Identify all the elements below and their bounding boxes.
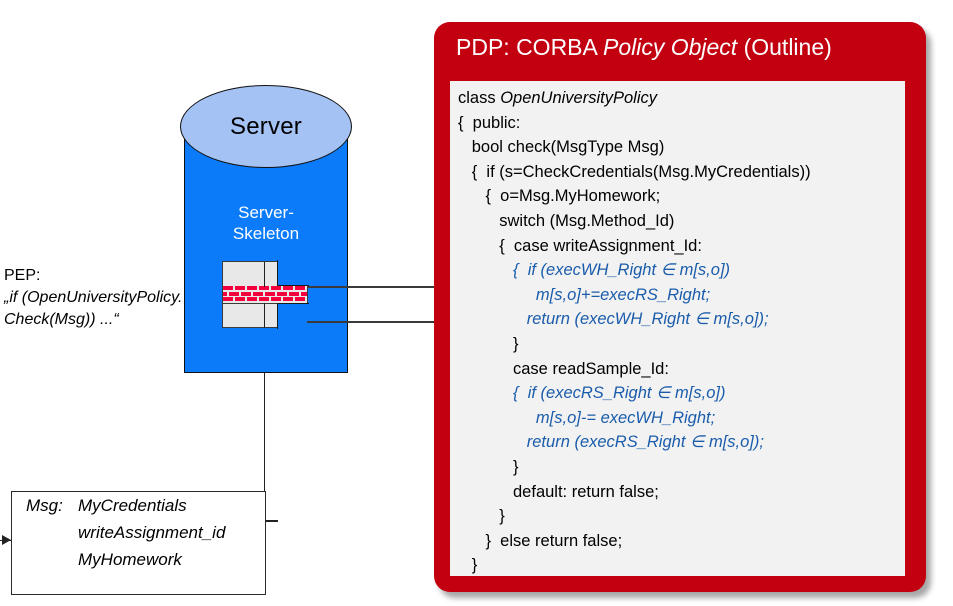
- code-line-13: m[s,o]-= execWH_Right;: [458, 408, 716, 427]
- brick: [295, 297, 306, 302]
- brick: [247, 297, 258, 302]
- connector-pdp-lower: [307, 321, 477, 323]
- connector-msg-elbow: [264, 520, 278, 522]
- code-line-17: }: [458, 507, 505, 526]
- code-line-16: default: return false;: [458, 482, 659, 501]
- pdp-title-part-2: (Outline): [737, 34, 832, 60]
- brick: [283, 297, 294, 302]
- code-line-4: { o=Msg.MyHomework;: [458, 187, 661, 206]
- msg-row-1: writeAssignment_id: [12, 519, 265, 546]
- brick: [289, 291, 300, 296]
- firewall-notch-bottom: [277, 303, 309, 329]
- pdp-code-listing: class OpenUniversityPolicy { public: bool…: [450, 81, 905, 576]
- msg-box-label: Msg:: [26, 496, 63, 515]
- pep-quote-line-1: „if (OpenUniversityPolicy.: [4, 289, 183, 306]
- brick: [277, 291, 288, 296]
- firewall-notch-top: [277, 260, 309, 286]
- brick: [271, 286, 282, 290]
- brick: [247, 286, 258, 290]
- brick: [301, 291, 307, 296]
- code-line-5: switch (Msg.Method_Id): [458, 211, 675, 230]
- brick: [253, 291, 264, 296]
- code-line-14: return (execRS_Right ∈ m[s,o]);: [458, 433, 764, 452]
- server-cylinder-top: Server: [180, 85, 352, 168]
- code-line-2: bool check(MsgType Msg): [458, 138, 665, 157]
- pep-annotation: PEP: „if (OpenUniversityPolicy. Check(Ms…: [4, 265, 219, 331]
- code-line-7: { if (execWH_Right ∈ m[s,o]): [458, 261, 731, 280]
- firewall-block: [222, 260, 309, 329]
- msg-field-0: MyCredentials: [78, 496, 187, 515]
- msg-row-0: Msg: MyCredentials: [12, 492, 265, 519]
- code-line-9: return (execWH_Right ∈ m[s,o]);: [458, 310, 769, 329]
- msg-row-2: MyHomework: [12, 546, 265, 573]
- connector-firewall-to-msg: [263, 305, 265, 521]
- brick: [241, 291, 252, 296]
- server-skeleton-label: Server- Skeleton: [232, 203, 300, 243]
- code-line-0: class OpenUniversityPolicy: [458, 89, 657, 107]
- connector-pdp-upper: [307, 286, 477, 288]
- pdp-panel-title: PDP: CORBA Policy Object (Outline): [456, 30, 912, 64]
- code-line-3: { if (s=CheckCredentials(Msg.MyCredentia…: [458, 162, 811, 181]
- msg-box: Msg: MyCredentials writeAssignment_id MyH…: [11, 491, 266, 595]
- pdp-title-part-1: PDP: CORBA: [456, 34, 603, 60]
- brick: [229, 291, 240, 296]
- brick: [283, 286, 294, 290]
- connector-through-firewall-top: [263, 262, 265, 287]
- brick: [295, 286, 306, 290]
- brick: [235, 286, 246, 290]
- pdp-title-italic: Policy Object: [602, 34, 738, 60]
- code-line-10: }: [458, 334, 519, 353]
- code-line-18: } else return false;: [458, 531, 623, 550]
- brick: [271, 297, 282, 302]
- msg-field-1: writeAssignment_id: [78, 523, 226, 542]
- brick: [235, 297, 246, 302]
- brick: [223, 297, 234, 302]
- brick: [259, 286, 270, 290]
- code-line-15: }: [458, 457, 519, 476]
- brick: [259, 297, 270, 302]
- code-line-8: m[s,o]+=execRS_Right;: [458, 285, 711, 304]
- pep-quote-line-2: Check(Msg)) ...“: [4, 311, 119, 328]
- brick: [223, 291, 228, 296]
- brick: [223, 286, 234, 290]
- code-line-1: { public:: [458, 113, 521, 132]
- code-line-11: case readSample_Id:: [458, 359, 669, 378]
- firewall-brick-band: [222, 285, 308, 304]
- pep-title: PEP:: [4, 267, 41, 284]
- code-line-19: }: [458, 556, 478, 575]
- connector-into-msg: [0, 539, 12, 541]
- code-line-12: { if (execRS_Right ∈ m[s,o]): [458, 384, 726, 403]
- brick: [265, 291, 276, 296]
- msg-field-2: MyHomework: [78, 550, 182, 569]
- pdp-panel: PDP: CORBA Policy Object (Outline) class…: [434, 22, 926, 592]
- connector-through-firewall-bottom: [263, 303, 265, 328]
- server-label: Server: [230, 112, 302, 140]
- code-line-6: { case writeAssignment_Id:: [458, 236, 702, 255]
